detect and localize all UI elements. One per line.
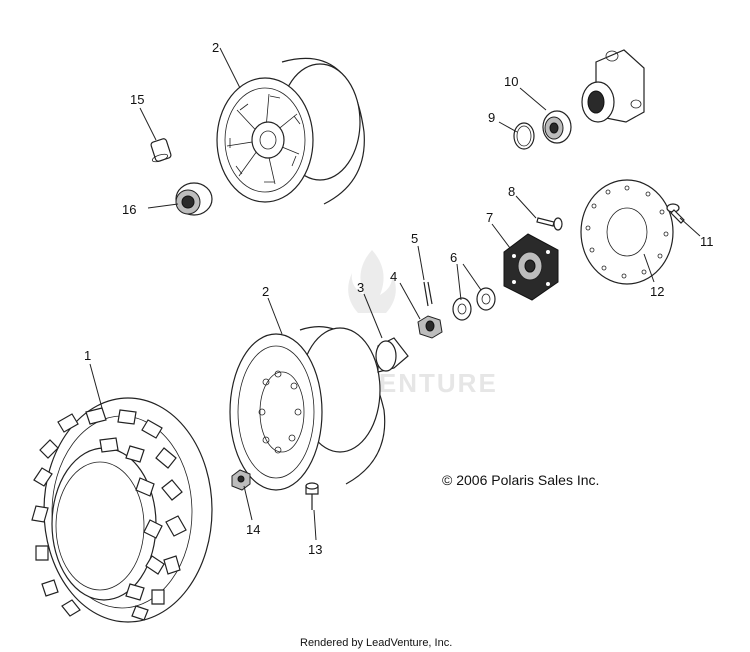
wheel-rim-bottom	[229, 326, 386, 491]
callout-6: 6	[450, 250, 457, 265]
washer-large	[452, 297, 472, 321]
spindle-bearing	[542, 110, 572, 144]
callout-10: 10	[504, 74, 518, 89]
valve-cap	[150, 138, 172, 163]
copyright-notice: © 2006 Polaris Sales Inc.	[442, 472, 599, 488]
callout-1: 1	[84, 348, 91, 363]
callout-16: 16	[122, 202, 136, 217]
callout-15: 15	[130, 92, 144, 107]
callout-8: 8	[508, 184, 515, 199]
hub-cap	[375, 337, 409, 373]
wheel-rim-top	[216, 57, 365, 205]
snap-ring	[513, 122, 535, 150]
callout-9: 9	[488, 110, 495, 125]
callout-numbers: 1 2 2 3 4 5 6 7 8 9 10 11 12 13 14 15 16	[84, 40, 714, 557]
tire	[31, 397, 213, 623]
valve-stem	[305, 482, 319, 510]
callout-11: 11	[700, 234, 714, 249]
callout-4: 4	[390, 269, 397, 284]
cotter-pin	[423, 281, 433, 307]
callout-5: 5	[411, 231, 418, 246]
spindle-knuckle	[581, 49, 645, 123]
brake-disc	[580, 179, 674, 285]
washer-small	[476, 287, 496, 311]
callout-14: 14	[246, 522, 260, 537]
tire-tread-lugs	[31, 407, 187, 621]
lug-nut	[231, 469, 251, 491]
wheel-bearing	[175, 182, 213, 216]
rim-bolt-holes	[258, 370, 302, 454]
callout-12: 12	[650, 284, 664, 299]
callout-3: 3	[357, 280, 364, 295]
leader-lines	[89, 47, 701, 541]
callout-7: 7	[486, 210, 493, 225]
brake-disc-holes	[585, 185, 669, 279]
disc-bolt	[666, 203, 685, 224]
hub-bolt	[536, 217, 563, 231]
wheel-hub	[503, 233, 559, 301]
castle-nut	[417, 315, 443, 339]
callout-2-bottom: 2	[262, 284, 269, 299]
callout-13: 13	[308, 542, 322, 557]
callout-2-top: 2	[212, 40, 219, 55]
footer-credit: Rendered by LeadVenture, Inc.	[300, 637, 452, 649]
